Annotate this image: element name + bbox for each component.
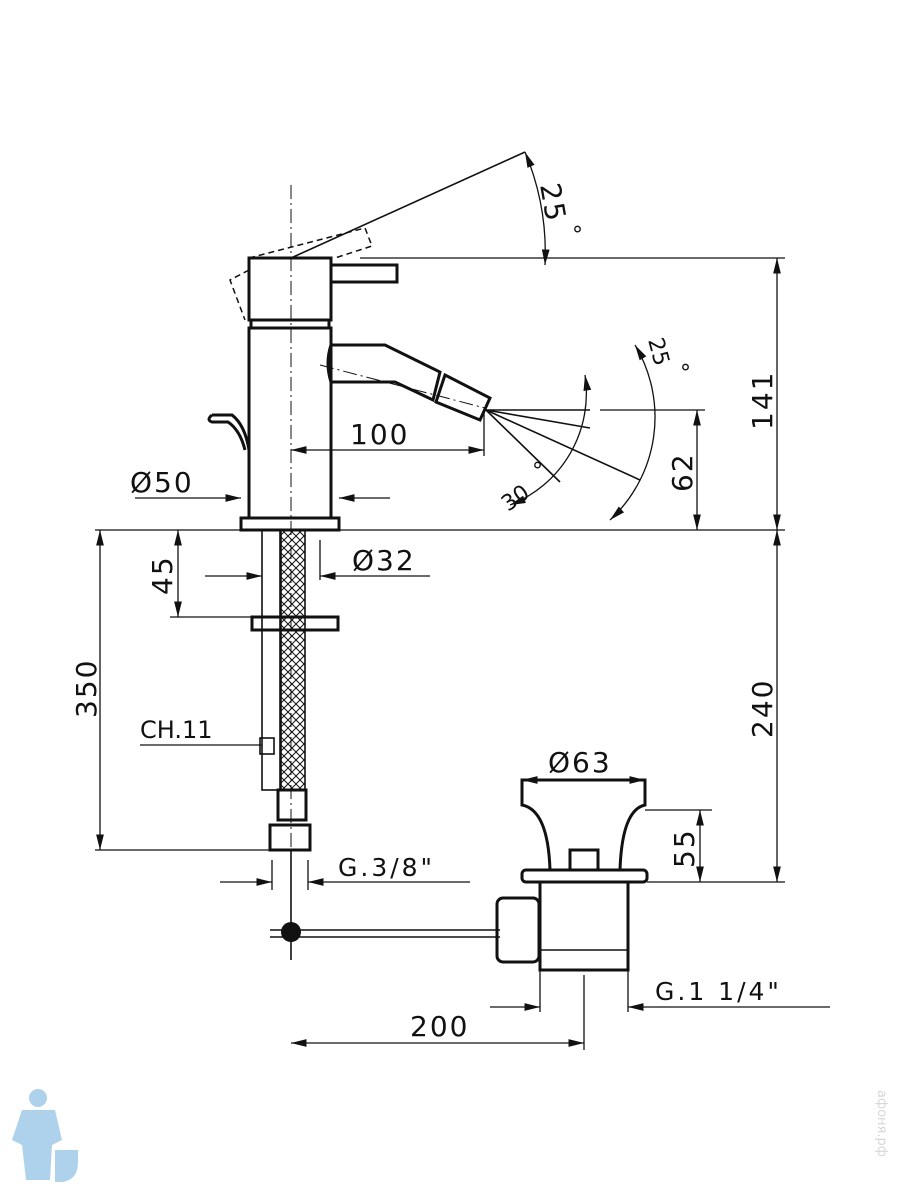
wrench-size-label: CH.11 — [140, 716, 213, 744]
below-deck-label: 240 — [746, 679, 779, 738]
spray-angle-top-label: 25 — [642, 335, 673, 369]
inlet-thread-label: G.3/8" — [338, 853, 435, 882]
lever-angle-line — [290, 151, 526, 259]
supply-hose — [250, 529, 500, 960]
drain-diameter-label: Ø63 — [548, 746, 612, 779]
drain-nut — [495, 896, 541, 964]
degree-symbol: ° — [680, 361, 691, 386]
lever-angle-label: 25 — [533, 180, 572, 225]
spray-angle-bottom-label: 30 — [497, 480, 534, 517]
drain-assembly — [495, 778, 649, 972]
faucet-body — [207, 151, 550, 532]
cross-knob — [281, 922, 301, 942]
degree-symbol: ° — [572, 223, 583, 248]
shank-diameter-label: Ø32 — [352, 544, 416, 577]
drain-pull-rod — [207, 413, 251, 451]
spout-height-label: 62 — [666, 452, 699, 492]
spout-reach-label: 100 — [350, 418, 409, 451]
hose-length-label: 350 — [70, 659, 103, 718]
drain-height-label: 55 — [668, 828, 701, 868]
watermark: афоня.рф — [874, 1090, 889, 1157]
spray-lines — [485, 344, 705, 521]
total-height-label: 141 — [746, 371, 779, 430]
dimension-labels: 25 ° 25 ° 30 ° 141 62 100 Ø50 Ø32 45 350… — [70, 180, 782, 1043]
drain-thread-label: G.1 1/4" — [655, 977, 782, 1006]
deck-thickness-label: 45 — [146, 555, 179, 595]
rod-length-label: 200 — [410, 1010, 469, 1043]
degree-symbol: ° — [532, 459, 543, 484]
spout — [319, 343, 492, 422]
lever-tilted-dashed — [229, 227, 373, 321]
lever-handle — [329, 263, 399, 284]
plumber-mascot-logo — [12, 1089, 78, 1182]
base-diameter-label: Ø50 — [130, 466, 194, 499]
mounting-nut — [250, 615, 340, 632]
dimension-lines — [95, 258, 830, 1050]
